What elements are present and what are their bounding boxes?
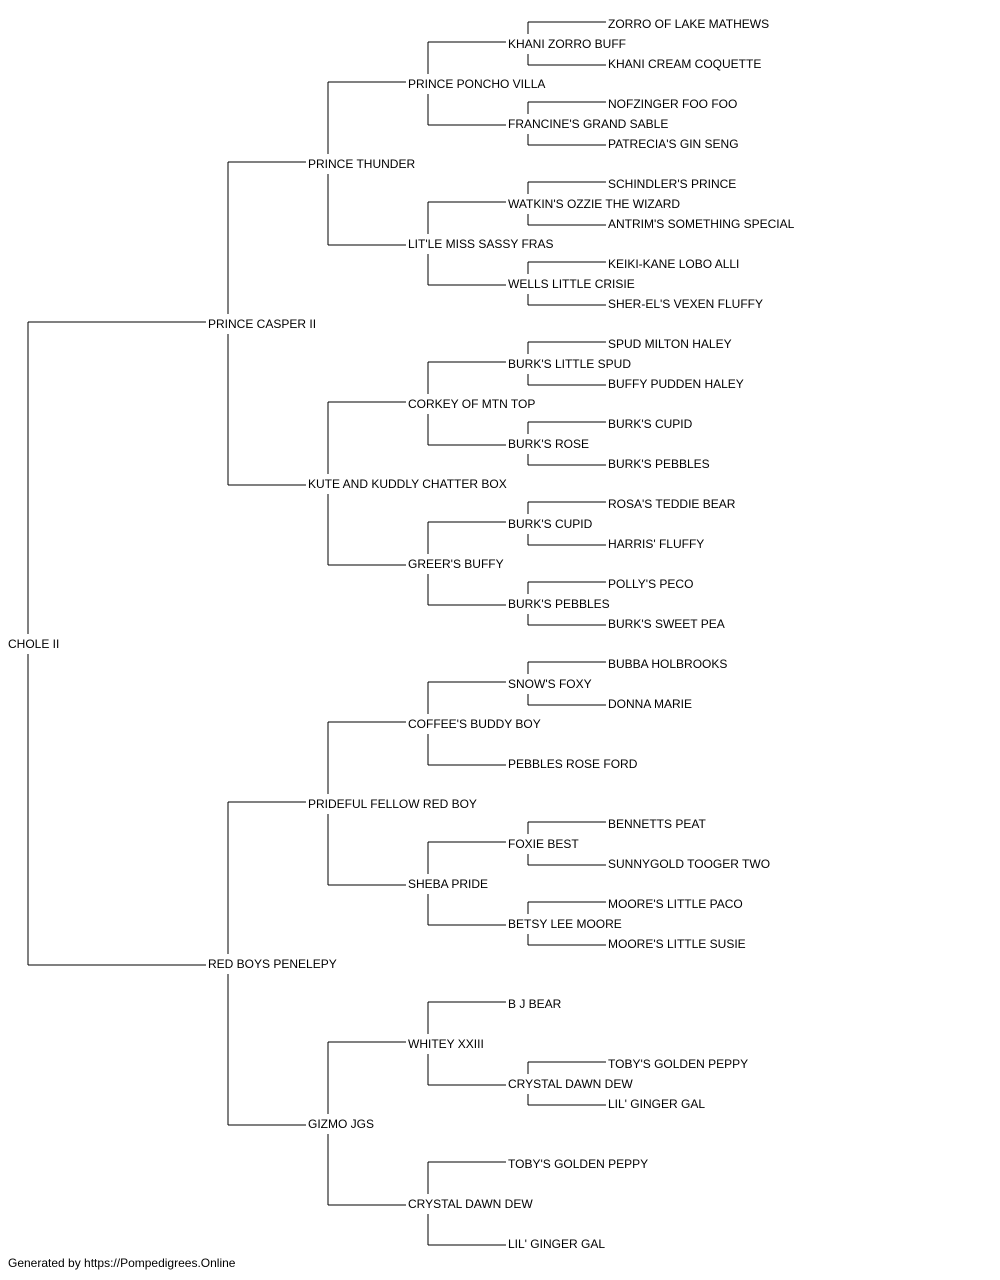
dog-name: BURK'S PEBBLES bbox=[508, 597, 610, 611]
dog-name: BUFFY PUDDEN HALEY bbox=[608, 377, 744, 391]
dog-name: SHER-EL'S VEXEN FLUFFY bbox=[608, 297, 763, 311]
dog-name: KHANI ZORRO BUFF bbox=[508, 37, 626, 51]
dog-name: TOBY'S GOLDEN PEPPY bbox=[608, 1057, 748, 1071]
dog-name: GIZMO JGS bbox=[308, 1117, 374, 1131]
dog-name: DONNA MARIE bbox=[608, 697, 692, 711]
dog-name: SHEBA PRIDE bbox=[408, 877, 488, 891]
dog-name: BURK'S PEBBLES bbox=[608, 457, 710, 471]
dog-name: FOXIE BEST bbox=[508, 837, 579, 851]
footer-credit: Generated by https://Pompedigrees.Online bbox=[8, 1256, 236, 1270]
dog-name: PATRECIA'S GIN SENG bbox=[608, 137, 739, 151]
dog-name: BENNETTS PEAT bbox=[608, 817, 706, 831]
dog-name: CORKEY OF MTN TOP bbox=[408, 397, 535, 411]
dog-name: COFFEE'S BUDDY BOY bbox=[408, 717, 541, 731]
pedigree-tree: CHOLE II PRINCE CASPER II PRINCE THUNDER PR… bbox=[8, 17, 795, 1250]
dog-name: BURK'S CUPID bbox=[608, 417, 693, 431]
dog-name: WELLS LITTLE CRISIE bbox=[508, 277, 635, 291]
dog-name: LIT'LE MISS SASSY FRAS bbox=[408, 237, 553, 251]
dog-name: BUBBA HOLBROOKS bbox=[608, 657, 727, 671]
dog-name: KEIKI-KANE LOBO ALLI bbox=[608, 257, 739, 271]
dog-name: ZORRO OF LAKE MATHEWS bbox=[608, 17, 769, 31]
dog-name: HARRIS' FLUFFY bbox=[608, 537, 704, 551]
dog-name: MOORE'S LITTLE SUSIE bbox=[608, 937, 746, 951]
dog-name: BURK'S CUPID bbox=[508, 517, 593, 531]
dog-name: KHANI CREAM COQUETTE bbox=[608, 57, 761, 71]
dog-name: KUTE AND KUDDLY CHATTER BOX bbox=[308, 477, 507, 491]
dog-name: LIL' GINGER GAL bbox=[608, 1097, 705, 1111]
dog-name: TOBY'S GOLDEN PEPPY bbox=[508, 1157, 648, 1171]
dog-name: SUNNYGOLD TOOGER TWO bbox=[608, 857, 770, 871]
dog-name: PRINCE THUNDER bbox=[308, 157, 415, 171]
dog-name: PRIDEFUL FELLOW RED BOY bbox=[308, 797, 477, 811]
dog-name: SCHINDLER'S PRINCE bbox=[608, 177, 736, 191]
dog-name: BURK'S SWEET PEA bbox=[608, 617, 725, 631]
dog-name: PRINCE PONCHO VILLA bbox=[408, 77, 545, 91]
dog-name: MOORE'S LITTLE PACO bbox=[608, 897, 743, 911]
dog-name: FRANCINE'S GRAND SABLE bbox=[508, 117, 668, 131]
dog-name: RED BOYS PENELEPY bbox=[208, 957, 337, 971]
dog-name: BURK'S LITTLE SPUD bbox=[508, 357, 631, 371]
dog-name: LIL' GINGER GAL bbox=[508, 1237, 605, 1250]
dog-name: ANTRIM'S SOMETHING SPECIAL bbox=[608, 217, 795, 231]
dog-name: CRYSTAL DAWN DEW bbox=[408, 1197, 533, 1211]
dog-name: ROSA'S TEDDIE BEAR bbox=[608, 497, 736, 511]
dog-name: POLLY'S PECO bbox=[608, 577, 693, 591]
dog-name: SNOW'S FOXY bbox=[508, 677, 592, 691]
dog-name: BETSY LEE MOORE bbox=[508, 917, 622, 931]
dog-name: WHITEY XXIII bbox=[408, 1037, 484, 1051]
dog-name: BURK'S ROSE bbox=[508, 437, 589, 451]
dog-name: B J BEAR bbox=[508, 997, 562, 1011]
dog-name: WATKIN'S OZZIE THE WIZARD bbox=[508, 197, 680, 211]
dog-name: CHOLE II bbox=[8, 637, 59, 651]
dog-name: GREER'S BUFFY bbox=[408, 557, 504, 571]
dog-name: NOFZINGER FOO FOO bbox=[608, 97, 737, 111]
dog-name: CRYSTAL DAWN DEW bbox=[508, 1077, 633, 1091]
dog-name: SPUD MILTON HALEY bbox=[608, 337, 732, 351]
dog-name: PRINCE CASPER II bbox=[208, 317, 316, 331]
dog-name: PEBBLES ROSE FORD bbox=[508, 757, 638, 771]
